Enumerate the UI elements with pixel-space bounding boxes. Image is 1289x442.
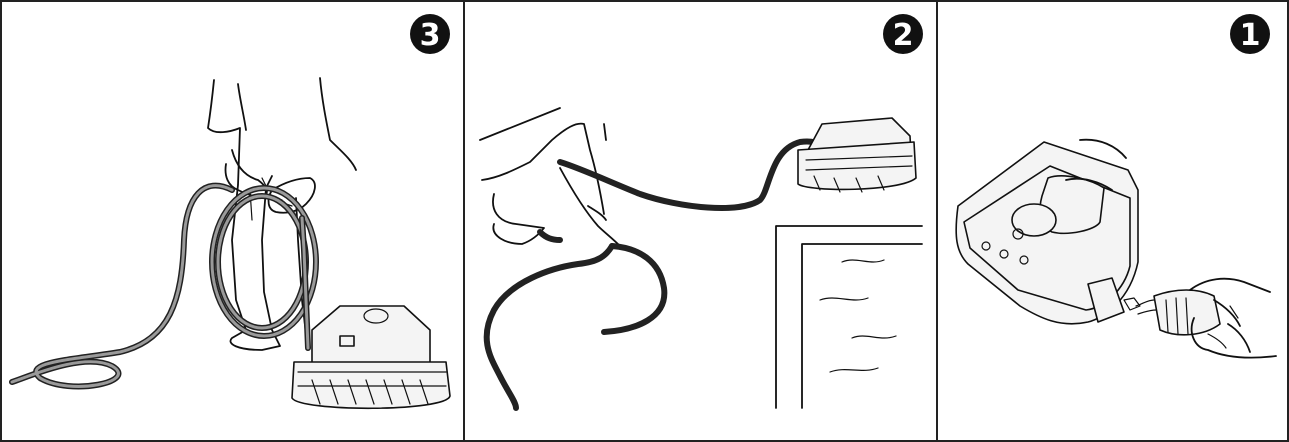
step-badge-1: 1 xyxy=(1230,14,1270,54)
pool-robot-illustration xyxy=(292,306,450,408)
step-number: 1 xyxy=(1240,18,1261,53)
step-number: 2 xyxy=(893,18,914,53)
cable-connector-illustration xyxy=(1088,278,1220,335)
step-badge-3: 3 xyxy=(410,14,450,54)
kneeling-person-illustration xyxy=(482,124,620,246)
step-badge-2: 2 xyxy=(883,14,923,54)
panel-step-1: 1 xyxy=(956,14,1276,358)
step-number: 3 xyxy=(420,18,441,53)
panel-step-3: 3 xyxy=(12,14,450,408)
floating-cable-illustration xyxy=(487,141,820,408)
panel-step-2: 2 xyxy=(480,14,923,408)
coiled-cable-illustration xyxy=(12,186,316,387)
pool-robot-illustration xyxy=(798,118,916,192)
